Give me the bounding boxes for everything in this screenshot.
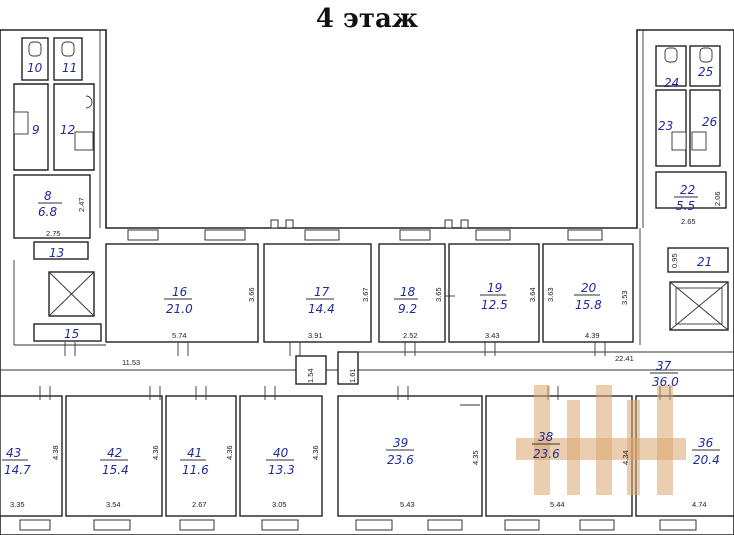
- room-41-area: 11.6: [182, 463, 209, 477]
- room-9-number: 9: [32, 123, 40, 137]
- room-24-number: 24: [664, 76, 679, 90]
- room-8-outline: [13, 174, 91, 239]
- room-17-area: 14.4: [308, 302, 335, 316]
- dim-label: 2.52: [403, 331, 418, 340]
- dim-label: 3.67: [361, 287, 370, 302]
- dim-label: 5.43: [400, 500, 415, 509]
- room-40-area: 13.3: [268, 463, 295, 477]
- room-40-number: 40: [273, 446, 289, 460]
- room-19-number: 19: [487, 281, 502, 295]
- room-22-outline: [655, 171, 727, 209]
- room-10-number: 10: [27, 61, 43, 75]
- room-21-outline: [667, 247, 729, 273]
- room-39-area: 23.6: [387, 453, 414, 467]
- dim-label: 3.43: [485, 331, 500, 340]
- dim-label: 3.91: [308, 331, 323, 340]
- room-37-number: 37: [656, 359, 672, 373]
- room-8-area: 6.8: [38, 205, 57, 219]
- room-38-area: 23.6: [533, 447, 560, 461]
- room-15-number: 15: [64, 327, 79, 341]
- dim-label: 3.66: [247, 287, 256, 302]
- room-43-number: 43: [6, 446, 21, 460]
- room-17-number: 17: [314, 285, 330, 299]
- dim-label: 3.65: [434, 287, 443, 302]
- room-40-outline: [239, 395, 323, 517]
- dim-label: 2.65: [681, 217, 696, 226]
- dim-label: 11.53: [122, 358, 140, 367]
- dim-label: 4.36: [151, 445, 160, 460]
- room-20-number: 20: [581, 281, 597, 295]
- dim-label: 4.39: [585, 331, 600, 340]
- room-22-number: 22: [680, 183, 695, 197]
- room-9-outline: [13, 83, 49, 171]
- room-38-number: 38: [538, 430, 554, 444]
- room-13-outline: [33, 241, 89, 260]
- room-18-outline: [378, 243, 446, 343]
- room-11-number: 11: [62, 61, 77, 75]
- dim-label: 22.41: [615, 354, 634, 363]
- dim-label: 3.05: [272, 500, 287, 509]
- room-26-number: 26: [702, 115, 718, 129]
- room-37-area: 36.0: [652, 375, 679, 389]
- room-41-outline: [165, 395, 237, 517]
- room-20-area: 15.8: [575, 298, 602, 312]
- room-17-outline: [263, 243, 372, 343]
- room-15-outline: [33, 323, 102, 342]
- room-41-number: 41: [187, 446, 202, 460]
- dim-label: 3.53: [620, 290, 629, 305]
- room-43-area: 14.7: [4, 463, 31, 477]
- dim-label: 5.74: [172, 331, 187, 340]
- dim-label: 4.34: [621, 450, 630, 465]
- dim-label: 3.35: [10, 500, 25, 509]
- room-19-outline: [448, 243, 540, 343]
- room-25-number: 25: [698, 65, 713, 79]
- room-42-area: 15.4: [102, 463, 129, 477]
- dim-label: 4.38: [51, 445, 60, 460]
- dim-label: 0.95: [670, 253, 679, 268]
- dim-label: 3.54: [106, 500, 121, 509]
- dim-label: 1.54: [306, 368, 315, 383]
- room-39-number: 39: [393, 436, 408, 450]
- dim-label: 2.47: [77, 197, 86, 212]
- dim-label: 2.75: [46, 229, 61, 238]
- dim-label: 3.63: [546, 287, 555, 302]
- dim-label: 5.44: [550, 500, 565, 509]
- dim-label: 2.67: [192, 500, 207, 509]
- room-8-number: 8: [44, 189, 52, 203]
- room-42-outline: [65, 395, 163, 517]
- watermark-logo: [516, 385, 686, 495]
- room-16-outline: [105, 243, 259, 343]
- room-43-outline: [0, 395, 63, 517]
- room-13-number: 13: [49, 246, 64, 260]
- room-16-number: 16: [172, 285, 188, 299]
- dim-label: 4.36: [225, 445, 234, 460]
- room-21-number: 21: [697, 255, 712, 269]
- room-20-outline: [542, 243, 634, 343]
- floor-title: 4 этаж: [315, 4, 419, 34]
- dim-label: 2.06: [713, 191, 722, 206]
- dim-label: 4.35: [471, 450, 480, 465]
- room-16-area: 21.0: [166, 302, 193, 316]
- room-22-area: 5.5: [676, 199, 695, 213]
- room-36-area: 20.4: [693, 453, 720, 467]
- room-36-number: 36: [698, 436, 714, 450]
- dim-label: 4.74: [692, 500, 707, 509]
- dim-label: 1.61: [348, 368, 357, 383]
- room-26-outline: [689, 89, 721, 167]
- corridor-gap-left: [295, 355, 327, 385]
- dim-label: 4.36: [311, 445, 320, 460]
- room-18-area: 9.2: [398, 302, 417, 316]
- room-18-number: 18: [400, 285, 416, 299]
- room-12-number: 12: [60, 123, 75, 137]
- room-23-outline: [655, 89, 687, 167]
- room-39-outline: [337, 395, 483, 517]
- room-23-number: 23: [658, 119, 673, 133]
- dim-label: 3.64: [528, 287, 537, 302]
- room-19-area: 12.5: [481, 298, 508, 312]
- room-42-number: 42: [107, 446, 122, 460]
